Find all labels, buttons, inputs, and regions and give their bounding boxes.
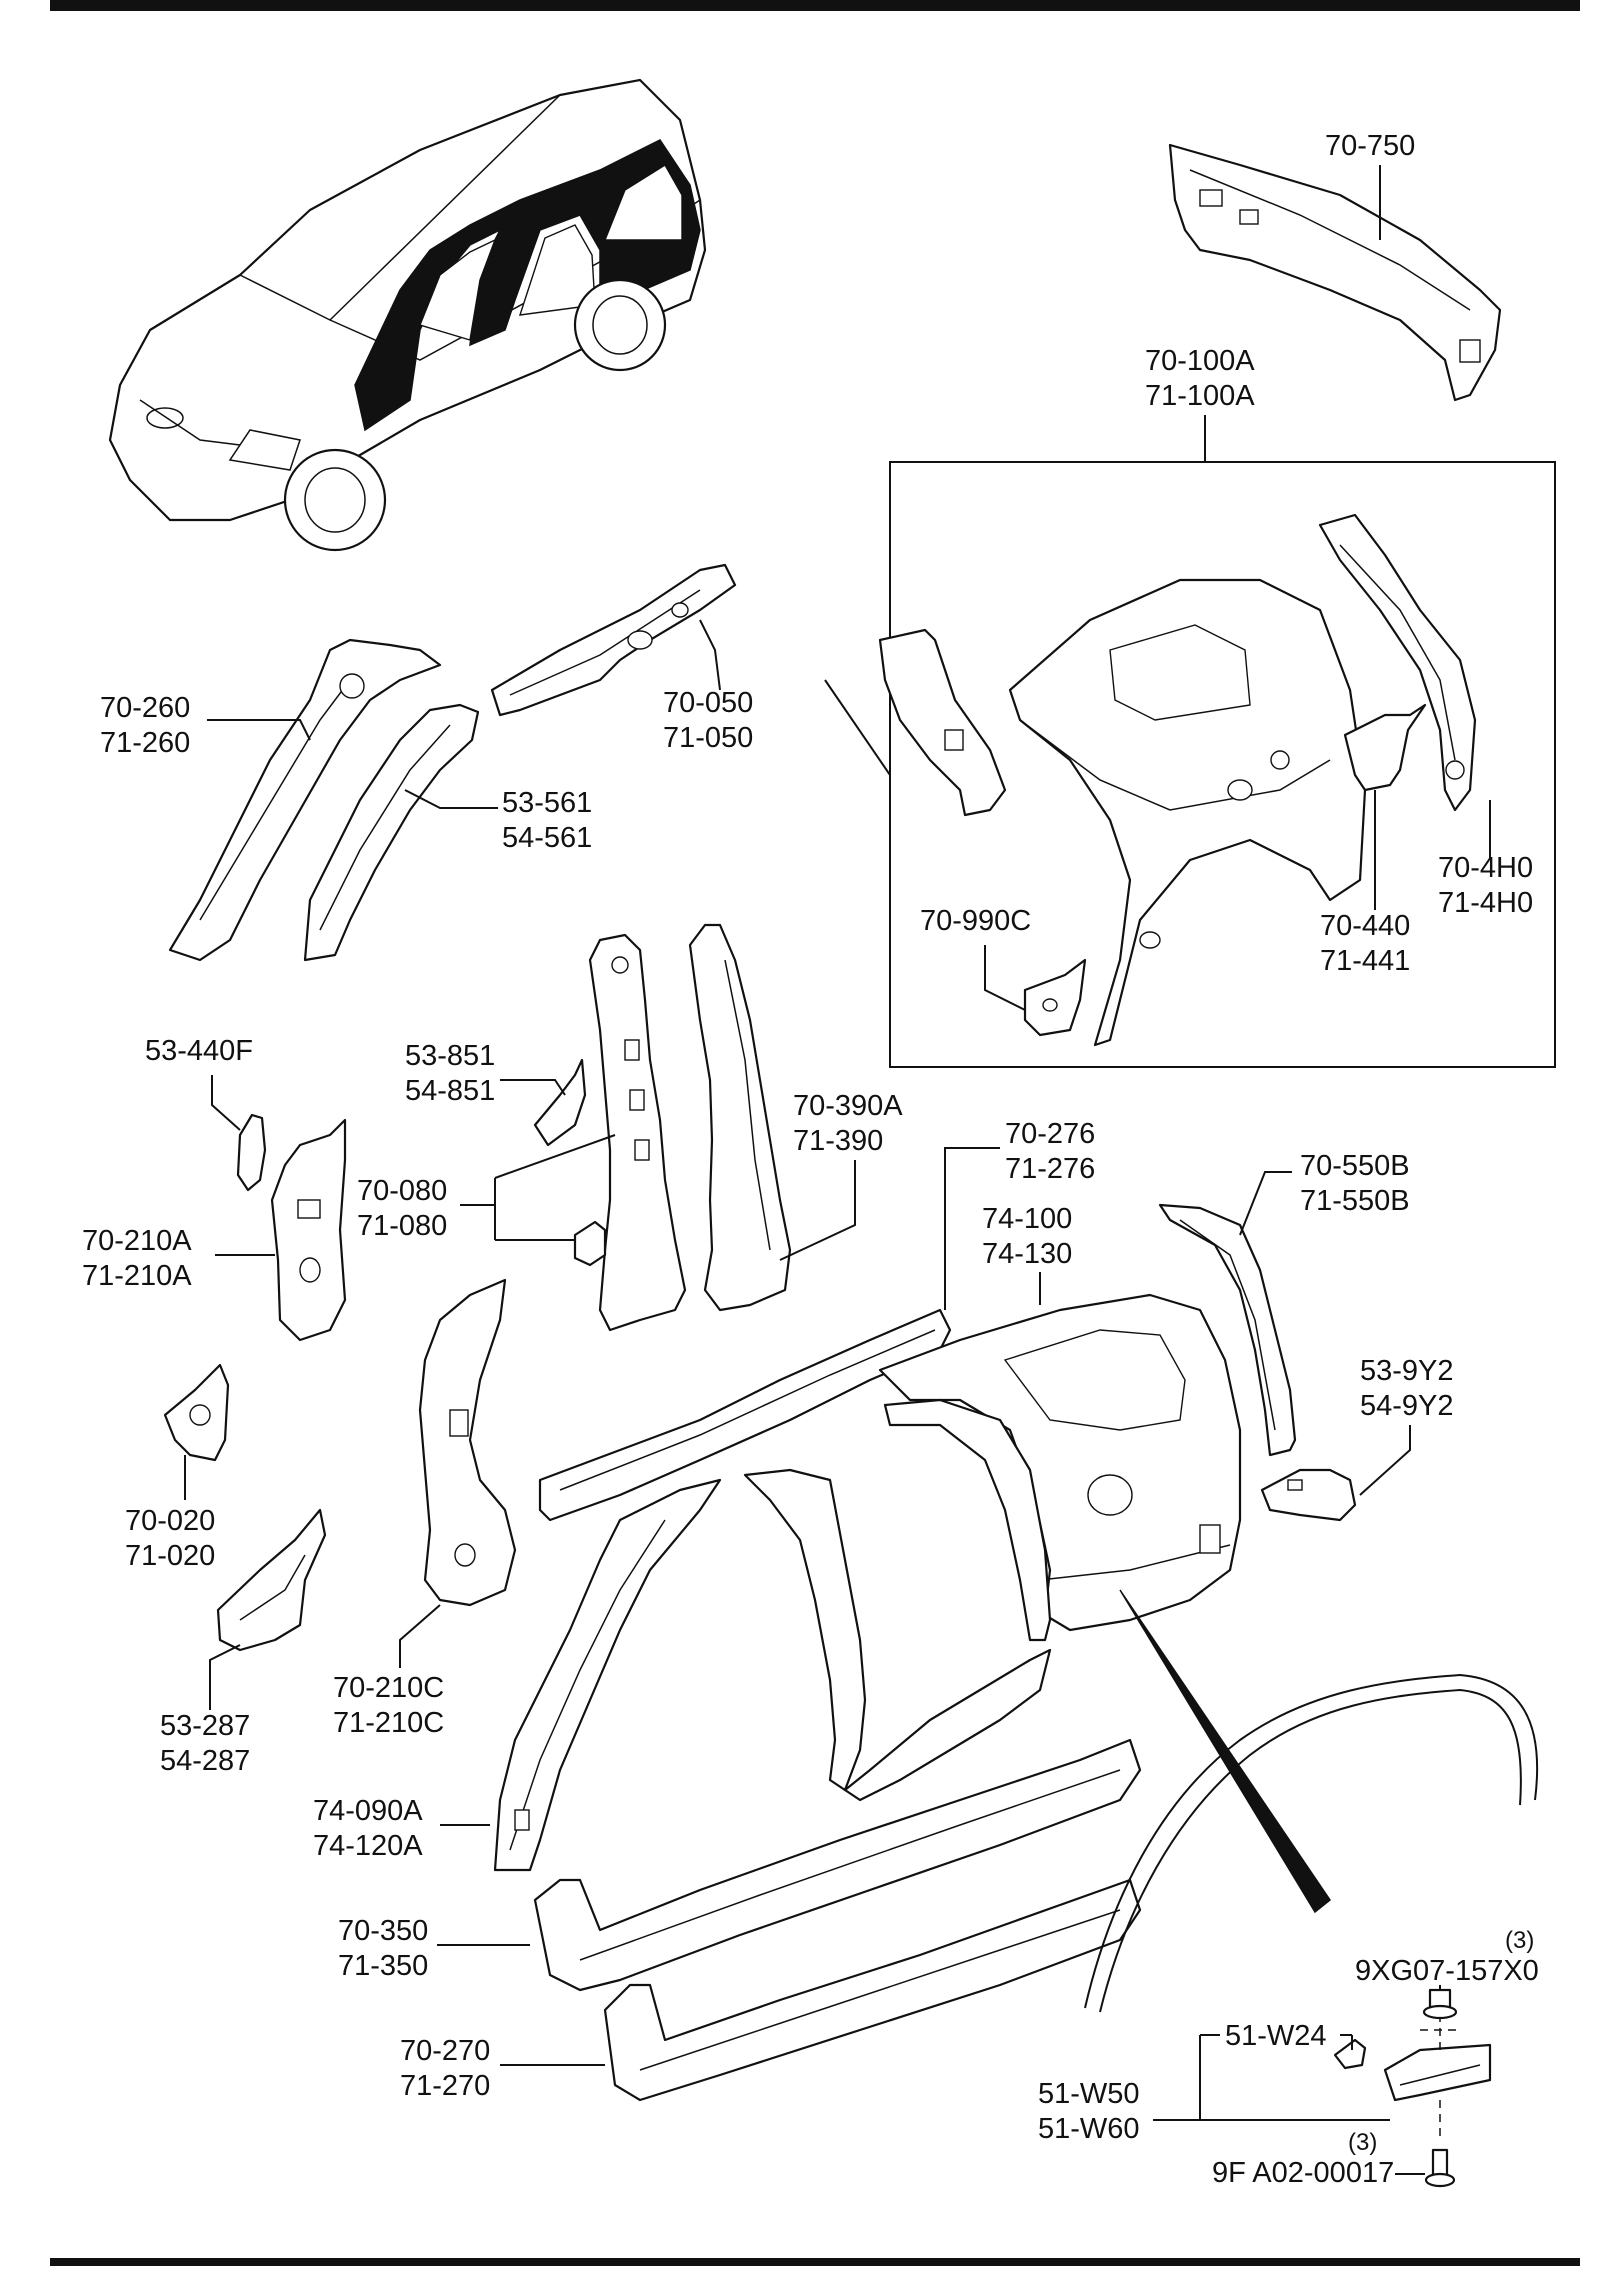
part-70-440: [1343, 703, 1427, 792]
label-70-276: 70-276: [1005, 1118, 1095, 1150]
leader-70-276: [944, 1147, 1000, 1310]
label-71-4h0: 71-4H0: [1438, 887, 1533, 919]
label-70-100a: 70-100A: [1145, 345, 1255, 377]
bottom-border: [50, 2258, 1580, 2266]
label-70-550b: 70-550B: [1300, 1150, 1410, 1182]
label-70-750: 70-750: [1325, 130, 1415, 162]
label-71-050: 71-050: [663, 722, 753, 754]
part-70-270: [603, 1878, 1142, 2102]
part-70-210a: [270, 1118, 347, 1342]
leader-53-287: [209, 1644, 241, 1710]
part-70-020: [163, 1363, 230, 1462]
leader-70-390a: [779, 1160, 856, 1261]
label-53-440f: 53-440F: [145, 1035, 253, 1067]
part-53-9y2: [1260, 1468, 1357, 1522]
label-71-550b: 71-550B: [1300, 1185, 1410, 1217]
label-70-990c: 70-990C: [920, 905, 1031, 937]
label-53-287: 53-287: [160, 1710, 250, 1742]
leader-53-440f: [211, 1075, 241, 1131]
part-70-390a: [688, 923, 792, 1312]
leader-51-w50: [1153, 2035, 1390, 2121]
assembly-box-70-100a: [889, 461, 1556, 1068]
part-70-750: [1168, 143, 1502, 402]
label-51-w60: 51-W60: [1038, 2113, 1140, 2145]
leader-51-w24: [1200, 2034, 1353, 2050]
label-71-260: 71-260: [100, 727, 190, 759]
label-71-270: 71-270: [400, 2070, 490, 2102]
label-9fa02: 9F A02-00017: [1212, 2157, 1394, 2189]
fastener-detail: [1333, 1988, 1492, 2188]
part-70-990c: [1023, 958, 1087, 1037]
label-9xg07: 9XG07-157X0: [1355, 1955, 1539, 1987]
label-70-4h0: 70-4H0: [1438, 852, 1533, 884]
label-71-020: 71-020: [125, 1540, 215, 1572]
label-70-390a: 70-390A: [793, 1090, 903, 1122]
label-53-851: 53-851: [405, 1040, 495, 1072]
label-74-130: 74-130: [982, 1238, 1072, 1270]
label-74-100: 74-100: [982, 1203, 1072, 1235]
label-71-210a: 71-210A: [82, 1260, 192, 1292]
part-70-080-bracket: [573, 1220, 607, 1267]
part-70-210c: [418, 1278, 517, 1607]
label-70-020: 70-020: [125, 1505, 215, 1537]
label-71-080: 71-080: [357, 1210, 447, 1242]
label-51-w24: 51-W24: [1225, 2020, 1327, 2052]
label-54-851: 54-851: [405, 1075, 495, 1107]
part-70-080: [588, 933, 687, 1332]
label-71-210c: 71-210C: [333, 1707, 444, 1739]
label-54-561: 54-561: [502, 822, 592, 854]
label-51-w50: 51-W50: [1038, 2078, 1140, 2110]
label-71-441: 71-441: [1320, 945, 1410, 977]
leader-53-851: [500, 1079, 566, 1096]
leader-53-561: [404, 789, 498, 809]
detail-pointer: [1119, 1589, 1332, 1914]
wheel-arch-molding: [1084, 1673, 1539, 2013]
part-53-287: [216, 1508, 327, 1652]
part-70-350: [533, 1738, 1142, 1992]
label-70-350: 70-350: [338, 1915, 428, 1947]
label-70-080: 70-080: [357, 1175, 447, 1207]
part-70-050: [490, 563, 737, 717]
label-53-561: 53-561: [502, 787, 592, 819]
part-70-260: [168, 638, 442, 962]
leader-70-210c: [399, 1604, 441, 1668]
leader-53-9y2: [1359, 1425, 1411, 1496]
leader-70-260: [207, 719, 311, 741]
label-70-210c: 70-210C: [333, 1672, 444, 1704]
part-70-4h0: [1318, 513, 1477, 812]
label-53-9y2: 53-9Y2: [1360, 1355, 1454, 1387]
label-qty-top: (3): [1505, 1927, 1534, 1954]
part-74-090a: [493, 1398, 1052, 1872]
label-70-440: 70-440: [1320, 910, 1410, 942]
label-71-390: 71-390: [793, 1125, 883, 1157]
label-71-276: 71-276: [1005, 1153, 1095, 1185]
part-53-851: [533, 1058, 587, 1147]
vehicle-overview: [108, 78, 707, 552]
label-71-100a: 71-100A: [1145, 380, 1255, 412]
label-70-050: 70-050: [663, 687, 753, 719]
label-71-350: 71-350: [338, 1950, 428, 1982]
leader-70-990c: [984, 945, 1026, 1011]
leader-70-050: [699, 619, 721, 691]
part-74-100: [878, 1293, 1242, 1632]
label-54-287: 54-287: [160, 1745, 250, 1777]
part-70-100a-panel: [1008, 578, 1367, 1047]
top-border: [50, 0, 1580, 11]
part-53-561: [303, 703, 480, 962]
label-54-9y2: 54-9Y2: [1360, 1390, 1454, 1422]
part-53-440f: [236, 1113, 267, 1192]
label-qty-bottom: (3): [1348, 2129, 1377, 2156]
leader-70-550b: [1239, 1171, 1292, 1236]
leader-70-080: [460, 1134, 616, 1241]
label-70-260: 70-260: [100, 692, 190, 724]
part-70-100a-front-bracket: [878, 628, 1007, 817]
label-70-270: 70-270: [400, 2035, 490, 2067]
label-70-210a: 70-210A: [82, 1225, 192, 1257]
part-70-550b: [1158, 1203, 1297, 1457]
leader-box-to-chart: [824, 679, 891, 776]
label-74-120a: 74-120A: [313, 1830, 423, 1862]
label-74-090a: 74-090A: [313, 1795, 423, 1827]
